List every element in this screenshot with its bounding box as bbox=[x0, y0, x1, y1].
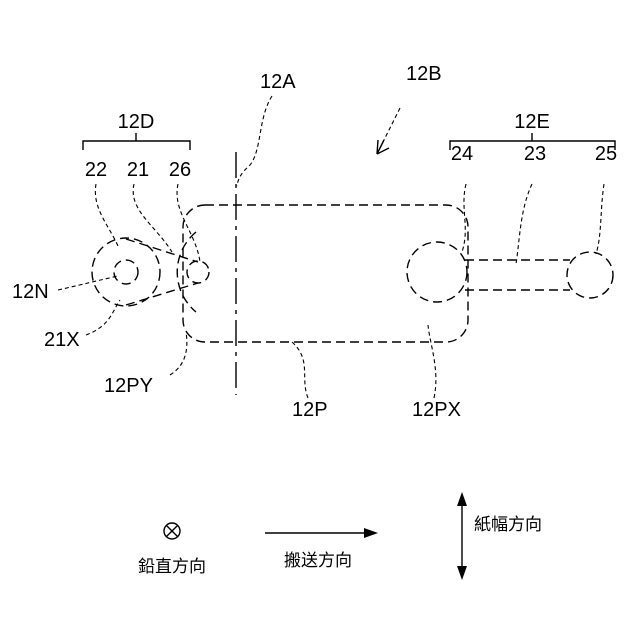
leader-24 bbox=[462, 184, 466, 252]
leader-12PX bbox=[428, 325, 436, 398]
label-12PX: 12PX bbox=[412, 399, 461, 421]
label-12PY: 12PY bbox=[104, 375, 153, 397]
brace-12D bbox=[83, 141, 190, 150]
leader-12P bbox=[292, 342, 308, 398]
shaft-12N bbox=[114, 260, 138, 284]
pin-26 bbox=[187, 261, 209, 283]
leader-12B bbox=[384, 108, 400, 140]
body-12P bbox=[183, 205, 468, 342]
circle-24 bbox=[407, 242, 467, 302]
label-24: 24 bbox=[451, 143, 473, 165]
link-upper bbox=[126, 239, 198, 262]
label-12B: 12B bbox=[406, 63, 442, 85]
width-arrow-down-icon bbox=[457, 566, 467, 580]
leader-23 bbox=[516, 184, 532, 264]
label-25: 25 bbox=[595, 143, 617, 165]
label-transport-direction: 搬送方向 bbox=[284, 551, 352, 571]
label-23: 23 bbox=[524, 143, 546, 165]
transport-arrow-icon bbox=[364, 528, 378, 538]
label-21: 21 bbox=[127, 159, 149, 181]
leader-22 bbox=[95, 184, 118, 246]
label-12E: 12E bbox=[514, 111, 550, 133]
label-width-direction: 紙幅方向 bbox=[474, 515, 542, 535]
label-21X: 21X bbox=[44, 329, 80, 351]
label-12N: 12N bbox=[12, 281, 49, 303]
circle-25 bbox=[567, 252, 613, 298]
leader-12A bbox=[237, 96, 272, 186]
circle-21 bbox=[92, 238, 160, 306]
width-arrow-up-icon bbox=[457, 492, 467, 506]
label-12P: 12P bbox=[292, 399, 328, 421]
leader-26 bbox=[177, 184, 200, 262]
label-12D: 12D bbox=[118, 111, 155, 133]
leader-12PY bbox=[170, 332, 187, 375]
label-vertical-direction: 鉛直方向 bbox=[138, 557, 206, 577]
label-12A: 12A bbox=[260, 71, 296, 93]
leader-25 bbox=[596, 184, 604, 254]
leader-21X bbox=[86, 300, 120, 335]
arrow-12B bbox=[377, 140, 389, 154]
leader-21 bbox=[133, 184, 172, 252]
leader-12N bbox=[58, 276, 118, 290]
label-26: 26 bbox=[169, 159, 191, 181]
label-22: 22 bbox=[85, 159, 107, 181]
